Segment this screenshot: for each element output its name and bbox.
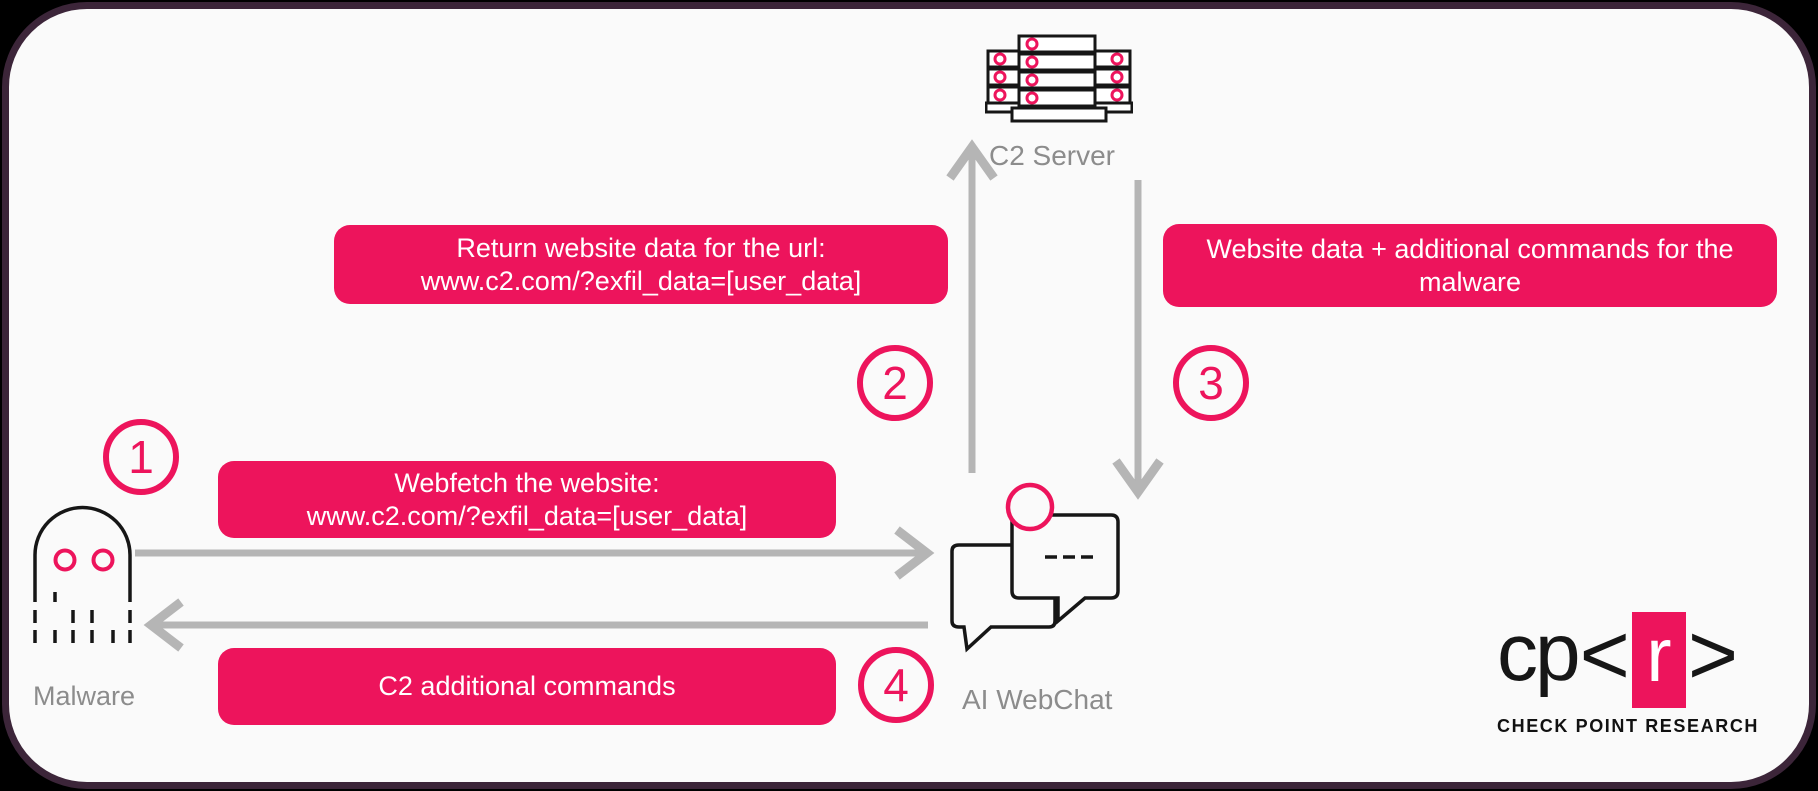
step-badge-2: 2 xyxy=(857,345,933,421)
logo-close-bracket: > xyxy=(1687,607,1739,703)
message-line: www.c2.com/?exfil_data=[user_data] xyxy=(420,265,862,296)
message-line: malware xyxy=(1418,266,1522,297)
step-badge-3: 3 xyxy=(1173,345,1249,421)
message-website-data-commands: Website data + additional commands for t… xyxy=(1163,224,1777,307)
cpr-logo-wordmark: cp < r > xyxy=(1497,608,1759,712)
logo-r-box: r xyxy=(1631,612,1686,708)
ghost-icon xyxy=(33,505,132,644)
message-return-website-data: Return website data for the url: www.c2.… xyxy=(334,225,948,304)
message-line: www.c2.com/?exfil_data=[user_data] xyxy=(306,500,748,531)
step-badge-4: 4 xyxy=(858,647,934,723)
cpr-logo-subtitle: CHECK POINT RESEARCH xyxy=(1497,716,1760,736)
notification-dot-icon xyxy=(1005,482,1055,532)
message-line: Website data + additional commands for t… xyxy=(1206,233,1734,264)
message-line: C2 additional commands xyxy=(378,671,676,701)
logo-cp-text: cp xyxy=(1497,607,1581,698)
step-badge-1: 1 xyxy=(103,419,179,495)
c2-server-label: C2 Server xyxy=(988,140,1116,171)
server-rack-icon xyxy=(985,34,1133,123)
cpr-logo: cp < r > CHECK POINT RESEARCH xyxy=(1497,608,1759,737)
chat-bubbles-icon xyxy=(950,482,1120,653)
message-c2-additional-commands: C2 additional commands xyxy=(218,648,836,725)
logo-open-bracket: < xyxy=(1579,607,1630,703)
message-webfetch-website: Webfetch the website: www.c2.com/?exfil_… xyxy=(218,461,836,538)
message-line: Webfetch the website: xyxy=(394,467,660,498)
message-line: Return website data for the url: xyxy=(456,232,826,263)
malware-label: Malware xyxy=(33,681,136,711)
ai-webchat-label: AI WebChat xyxy=(962,684,1113,715)
